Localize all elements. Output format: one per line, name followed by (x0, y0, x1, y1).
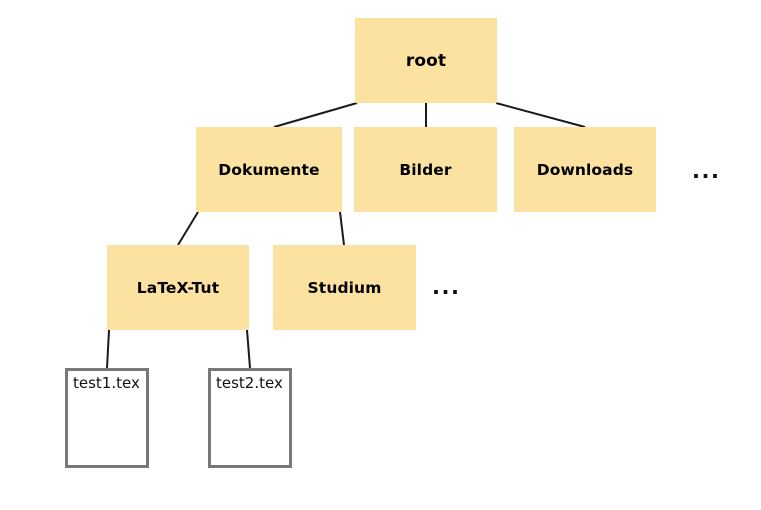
edge-latextut-test2 (246, 329, 251, 369)
edge-latextut-test1 (106, 329, 110, 369)
node-root[interactable]: root (355, 18, 497, 103)
node-latex-tut-label: LaTeX-Tut (136, 278, 220, 297)
edge-dokumente-studium (339, 211, 345, 246)
node-dokumente[interactable]: Dokumente (196, 127, 342, 212)
edge-root-downloads (495, 102, 586, 128)
node-test2-tex-label: test2.tex (216, 374, 283, 392)
edge-root-dokumente (273, 102, 358, 128)
node-test1-tex[interactable]: test1.tex (65, 368, 149, 468)
ellipsis-level2: ... (692, 159, 721, 183)
ellipsis-level3: ... (432, 275, 461, 299)
node-bilder[interactable]: Bilder (354, 127, 497, 212)
node-test1-tex-label: test1.tex (73, 374, 140, 392)
node-test2-tex[interactable]: test2.tex (208, 368, 292, 468)
node-root-label: root (405, 50, 447, 71)
node-dokumente-label: Dokumente (218, 160, 320, 179)
node-studium[interactable]: Studium (273, 245, 416, 330)
node-latex-tut[interactable]: LaTeX-Tut (107, 245, 249, 330)
edge-dokumente-latextut (177, 211, 199, 246)
node-downloads-label: Downloads (536, 160, 634, 179)
node-studium-label: Studium (307, 278, 382, 297)
node-bilder-label: Bilder (399, 160, 452, 179)
node-downloads[interactable]: Downloads (514, 127, 656, 212)
